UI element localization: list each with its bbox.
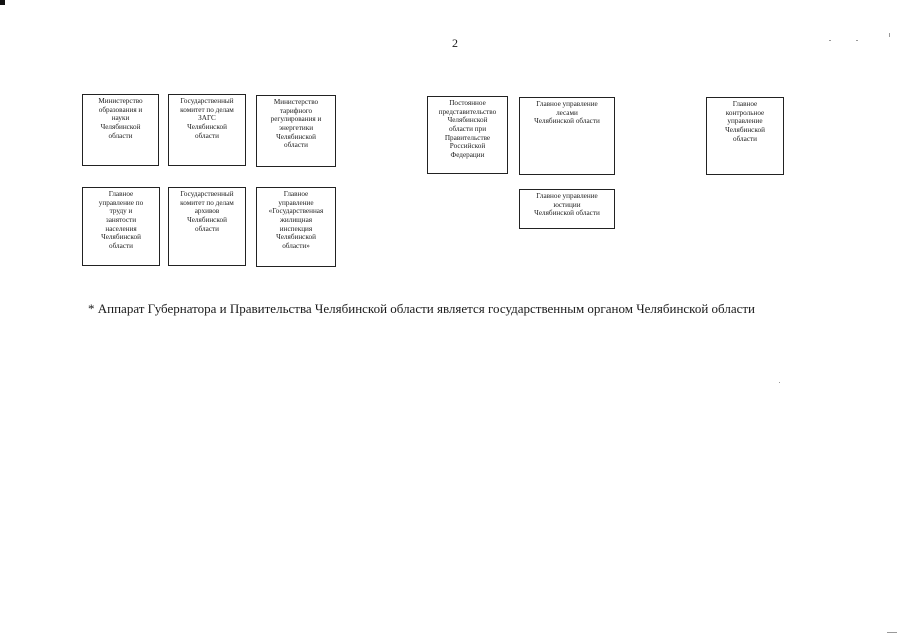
scan-speck [889,33,890,37]
org-box-archives-committee: Государственный комитет по делам архивов… [168,187,246,266]
scan-speck [856,40,858,41]
scan-corner-mark [0,0,5,5]
org-box-justice: Главное управление юстиции Челябинской о… [519,189,615,229]
scan-speck [829,40,831,41]
org-box-ministry-education: Министерство образования и науки Челябин… [82,94,159,166]
org-box-housing-inspection: Главное управление «Государственная жили… [256,187,336,267]
page-number: 2 [452,36,458,50]
org-box-control: Главное контрольное управление Челябинск… [706,97,784,175]
org-box-permanent-representation: Постоянное представительство Челябинской… [427,96,508,174]
org-box-forestry: Главное управление лесами Челябинской об… [519,97,615,175]
org-box-zags-committee: Государственный комитет по делам ЗАГС Че… [168,94,246,166]
scan-speck [887,632,897,633]
org-box-labour-employment: Главное управление по труду и занятости … [82,187,160,266]
footnote: * Аппарат Губернатора и Правительства Че… [88,301,756,316]
scan-speck [779,382,780,383]
org-box-ministry-tariff: Министерство тарифного регулирования и э… [256,95,336,167]
